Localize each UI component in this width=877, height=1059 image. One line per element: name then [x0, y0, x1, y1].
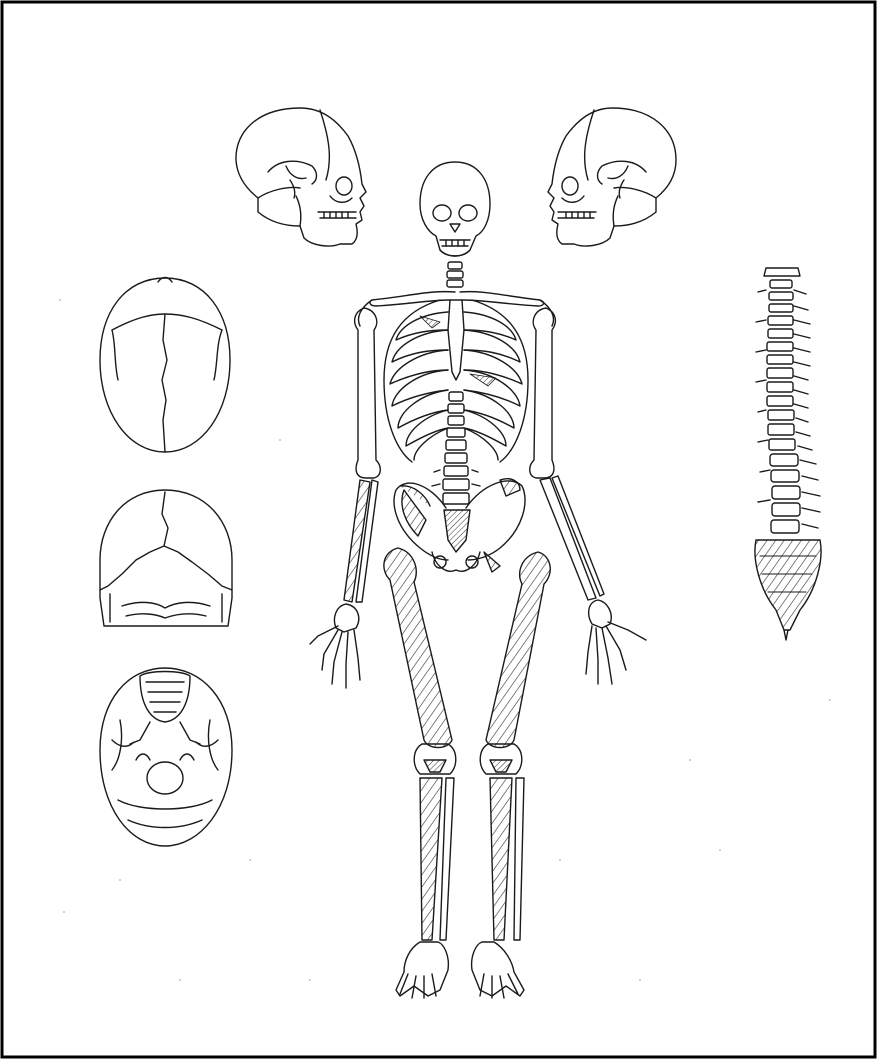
inventory-sheet [0, 0, 877, 1059]
skeleton-diagram [0, 0, 877, 1059]
page-frame [2, 2, 875, 1057]
